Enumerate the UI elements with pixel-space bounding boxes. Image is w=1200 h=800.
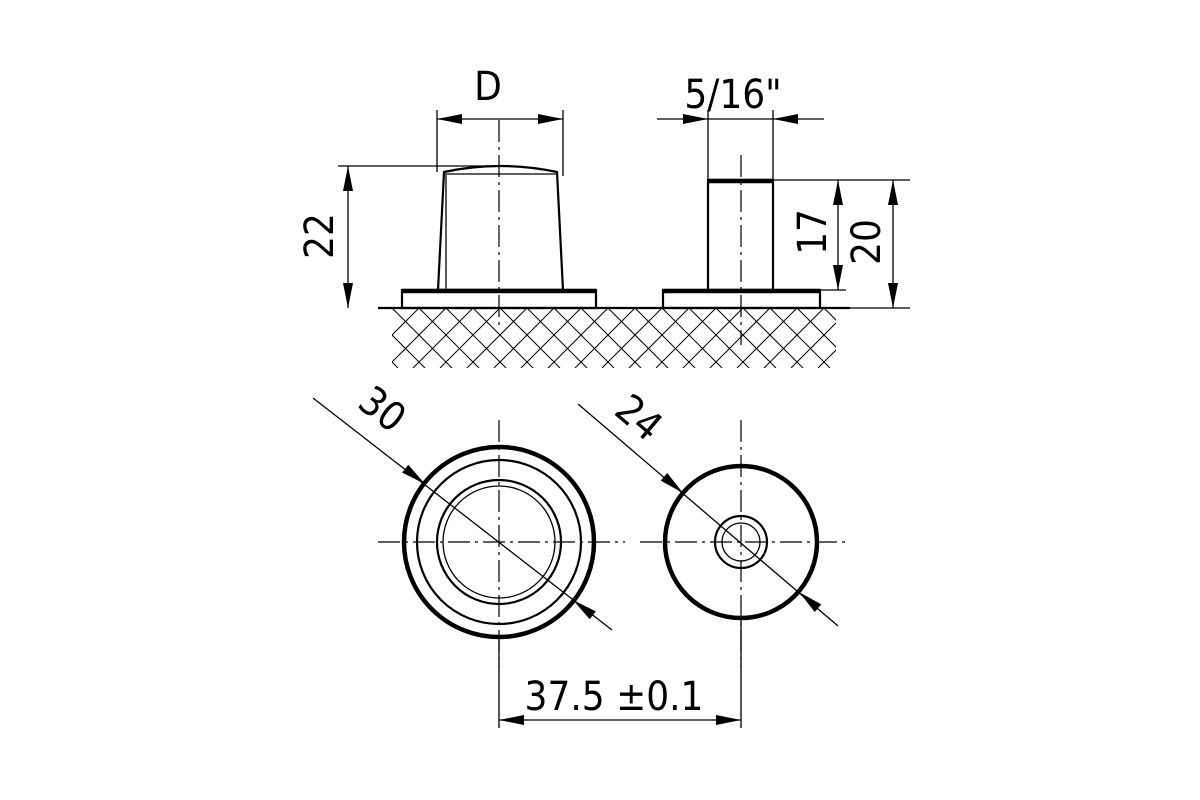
hatch-line — [526, 308, 588, 368]
hatch-line — [986, 308, 1046, 368]
hatch-line — [959, 308, 1019, 368]
hatch-line — [796, 308, 836, 348]
hatch-line — [899, 308, 959, 368]
hatch-line — [553, 308, 615, 368]
hatch-line — [392, 308, 420, 336]
hatch-line — [493, 308, 555, 368]
hatch-line — [682, 308, 744, 368]
pin-part — [661, 155, 822, 345]
dim-d-label: D — [474, 64, 502, 110]
hatch-line — [872, 308, 932, 368]
hatch-line — [953, 308, 1013, 368]
hatch-line — [278, 308, 338, 368]
hatch-line — [197, 308, 257, 368]
hatch-line — [392, 334, 426, 368]
hatch-line — [445, 308, 507, 368]
hatch-line — [230, 308, 290, 368]
dim-d: D — [436, 64, 564, 176]
dim-30-label: 30 — [350, 378, 414, 442]
dim-center-distance: 37.5 ±0.1 — [498, 620, 742, 728]
hatch-line — [905, 308, 965, 368]
hatch-line — [715, 308, 777, 368]
pin-top-view — [640, 420, 850, 668]
hatch-line — [466, 308, 528, 368]
hatch-line — [412, 308, 474, 368]
hatch-line — [628, 308, 690, 368]
dim-pin-diameter: 5/16" — [657, 72, 824, 180]
hatch-line — [817, 349, 836, 368]
hatch-line — [392, 308, 393, 309]
hatch-line — [845, 308, 905, 368]
hatch-line — [607, 308, 669, 368]
hatch-line — [823, 308, 836, 321]
dim-22: 22 — [297, 165, 490, 308]
dim-17-label: 17 — [790, 209, 836, 255]
cap-part — [400, 120, 598, 325]
hatch-line — [499, 308, 561, 368]
hatch-line — [634, 308, 696, 368]
hatch-line — [851, 308, 911, 368]
hatch-line — [251, 308, 311, 368]
hatch-line — [661, 308, 723, 368]
hatch-line — [580, 308, 642, 368]
hatch-line — [392, 361, 399, 368]
hatch-line — [305, 308, 365, 368]
hatch-line — [926, 308, 986, 368]
side-view: D 5/16" 22 17 — [170, 64, 1073, 368]
dim-20-label: 20 — [844, 219, 890, 265]
hatch-line — [736, 308, 798, 368]
dim-24-label: 24 — [606, 386, 671, 451]
hatch-line — [520, 308, 582, 368]
ground-hatching — [170, 308, 1073, 368]
top-view: 30 24 37.5 ±0.1 — [312, 378, 850, 728]
hatch-line — [763, 308, 825, 368]
hatch-line — [547, 308, 609, 368]
hatch-line — [439, 308, 501, 368]
hatch-line — [601, 308, 663, 368]
hatch-line — [392, 308, 453, 368]
hatch-line — [257, 308, 317, 368]
hatch-line — [574, 308, 636, 368]
hatch-line — [392, 308, 447, 363]
dim-center-distance-label: 37.5 ±0.1 — [525, 674, 704, 720]
hatch-line — [790, 322, 836, 368]
hatch-line — [224, 308, 284, 368]
hatch-line — [1013, 308, 1073, 368]
hatch-line — [769, 308, 831, 368]
hatch-line — [742, 308, 804, 368]
cap-body — [436, 164, 565, 292]
hatch-line — [878, 308, 938, 368]
hatch-line — [932, 308, 992, 368]
dim-pin-diameter-label: 5/16" — [684, 72, 781, 118]
hatch-line — [709, 308, 771, 368]
hatch-line — [284, 308, 344, 368]
hatch-line — [170, 308, 230, 368]
hatch-line — [472, 308, 534, 368]
dim-17: 17 — [773, 179, 910, 291]
hatch-line — [311, 308, 371, 368]
hatch-line — [688, 308, 750, 368]
dim-22-label: 22 — [297, 213, 343, 259]
dim-20: 20 — [844, 180, 910, 309]
hatch-line — [418, 308, 480, 368]
cap-top-view — [378, 420, 625, 668]
hatch-line — [655, 308, 717, 368]
